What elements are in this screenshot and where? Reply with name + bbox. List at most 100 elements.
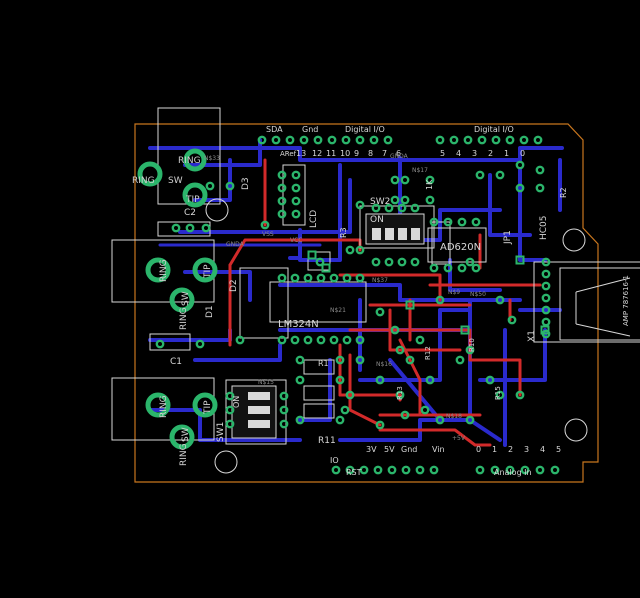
via-pad (387, 465, 397, 475)
jack2-ring2-label: RING (179, 307, 189, 330)
via-pad (495, 170, 505, 180)
via-pad (390, 325, 400, 335)
jack1-sw-label: SW (168, 176, 183, 186)
board-outline (134, 123, 599, 483)
mounting-holes (205, 198, 588, 474)
via-pad (279, 391, 289, 401)
net-n17-label: N$17 (412, 167, 428, 174)
via-pad (397, 203, 407, 213)
via-pad (277, 273, 287, 283)
via-pad (295, 415, 305, 425)
via-pad (225, 391, 235, 401)
jack2-ring-pad (145, 257, 171, 283)
via-pad (541, 317, 551, 327)
via-pad (371, 257, 381, 267)
via-pad (449, 135, 459, 145)
via-pad (257, 135, 267, 145)
via-pad (225, 419, 235, 429)
mounting-hole-bottom-left (214, 450, 238, 474)
via-pad (457, 263, 467, 273)
via-pad (400, 195, 410, 205)
jack3-tip-pad (192, 392, 218, 418)
usb-part-label: AMP 787616-1 (622, 275, 630, 326)
via-pad (397, 257, 407, 267)
via-pad (455, 355, 465, 365)
header-digital-io-right: Digital I/O (474, 125, 514, 134)
analog-pin-label: 1 (492, 445, 497, 454)
via-pad (520, 465, 530, 475)
via-pad (285, 135, 295, 145)
footer-rst-label: RST (346, 468, 362, 477)
net-vss-label: VSS (262, 231, 274, 238)
top-pin-label: 10 (340, 149, 350, 158)
via-pad (375, 375, 385, 385)
net-vcc-label: VCC (290, 237, 302, 244)
via-pad (355, 200, 365, 210)
via-pad (491, 135, 501, 145)
via-pad (465, 257, 475, 267)
jack2-tip-label: TIP (203, 264, 213, 279)
audio-jacks (137, 148, 218, 450)
r2-label: R2 (559, 187, 568, 198)
via-pad (471, 217, 481, 227)
r11-label: R11 (318, 436, 336, 446)
via-pad (291, 196, 301, 206)
r13-label: R13 (396, 386, 404, 400)
via-pad (435, 135, 445, 145)
jack2-sw-pad (169, 287, 195, 313)
analog-pin-label: 4 (540, 445, 545, 454)
via-pad (277, 196, 287, 206)
top-pin-label: 12 (312, 149, 322, 158)
jack3-ring-label: RING (159, 395, 169, 418)
via-pad (291, 209, 301, 219)
via-pad (355, 135, 365, 145)
via-pad (373, 465, 383, 475)
via-pad (355, 335, 365, 345)
mounting-hole-bottom-right (564, 418, 588, 442)
via-pad (299, 135, 309, 145)
via-pad (335, 355, 345, 365)
via-pad (515, 183, 525, 193)
via-pad (329, 335, 339, 345)
net-n18-label: N$18 (446, 413, 462, 420)
via-pad (315, 257, 325, 267)
via-pad (316, 273, 326, 283)
square-pad (540, 325, 550, 335)
via-pad (277, 209, 287, 219)
via-pad (515, 160, 525, 170)
via-pad (295, 355, 305, 365)
via-pad (369, 135, 379, 145)
jack1-ring-pad (137, 161, 163, 187)
via-pad (171, 223, 181, 233)
via-pad (541, 269, 551, 279)
via-pad (519, 135, 529, 145)
via-pad (355, 245, 365, 255)
header-digital-io-left: Digital I/O (345, 125, 385, 134)
top-pin-label: 8 (368, 149, 373, 158)
net-n15-label: N$15 (258, 379, 274, 386)
top-pin-label: 0 (520, 149, 525, 158)
square-pad (405, 300, 415, 310)
header-sda-label: SDA (266, 125, 283, 134)
via-pad (533, 135, 543, 145)
via-pad (291, 183, 301, 193)
sw1-switch-body (231, 385, 277, 439)
jack3-ring-pad (145, 392, 171, 418)
via-pad (295, 375, 305, 385)
via-pad (429, 263, 439, 273)
jack3-sw-label: SW (181, 427, 191, 442)
net-gnda-top-label: GNDA (390, 153, 409, 160)
via-pad (384, 203, 394, 213)
via-pad (485, 375, 495, 385)
sw2-on-label: ON (370, 215, 384, 225)
usb-connector (559, 267, 640, 341)
via-pad (463, 135, 473, 145)
via-pad (291, 170, 301, 180)
analog-pin-label: 5 (556, 445, 561, 454)
via-pad (541, 257, 551, 267)
top-pin-label: 5 (440, 149, 445, 158)
via-pad (535, 465, 545, 475)
x1-label: X1 (527, 330, 537, 342)
